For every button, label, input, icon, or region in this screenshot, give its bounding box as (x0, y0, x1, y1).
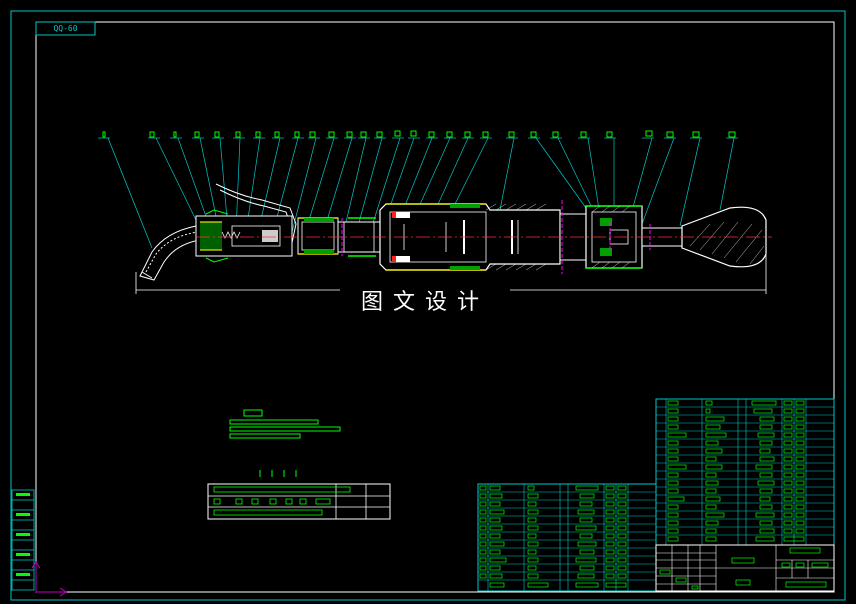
balloon-numbers (102, 130, 736, 138)
title-block (655, 544, 835, 592)
ucs-axis-icon (31, 561, 67, 597)
drawing-code-box (35, 21, 96, 36)
parameter-table (207, 470, 391, 520)
sheet-border (10, 10, 846, 601)
left-margin-labels (16, 493, 30, 576)
left-margin-strip (11, 489, 35, 591)
drawing-code: QQ-60 (53, 24, 78, 33)
parts-list-right (655, 398, 835, 546)
technical-requirements (229, 409, 341, 439)
assembly-view (98, 130, 772, 294)
watermark-text: 图文设计 (340, 287, 510, 319)
trigger-lever (215, 183, 297, 253)
parts-list-left (477, 483, 657, 592)
valve-body (195, 209, 293, 263)
section-marks (341, 200, 651, 274)
main-cylinder (379, 203, 561, 271)
drawing-frame (35, 21, 835, 593)
connector-sleeve (297, 217, 339, 255)
